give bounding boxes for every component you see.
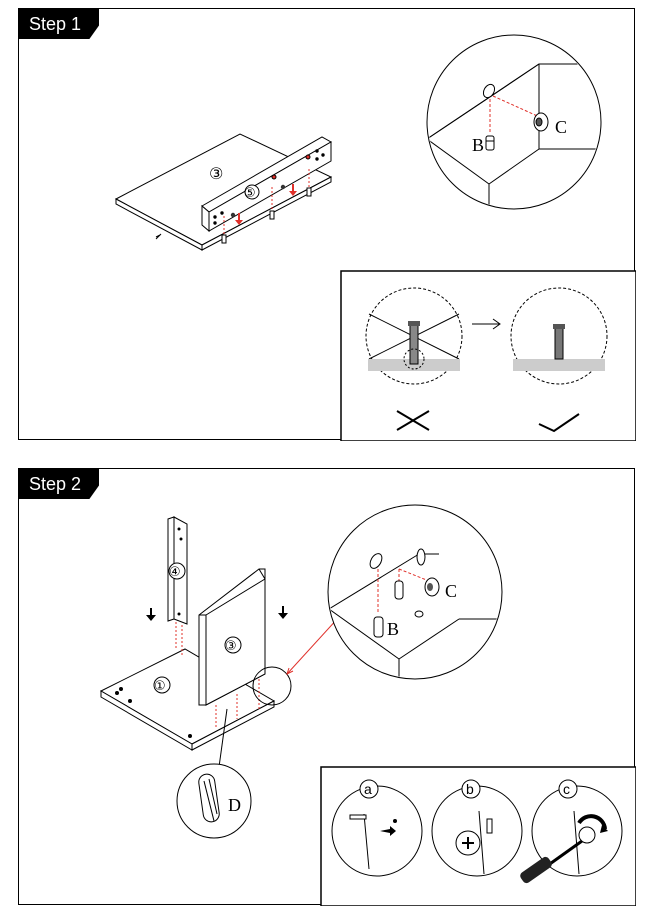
step2-panel: Step 2 ① ④	[18, 468, 636, 906]
step1-drawing: ③ ⑤	[114, 34, 636, 441]
substep-a-label: a	[364, 781, 372, 797]
label-b: B	[472, 135, 484, 155]
substep-c-label: c	[563, 781, 570, 797]
part-label-1: ①	[154, 679, 166, 694]
label-b2: B	[387, 619, 399, 639]
step1-title: Step 1	[19, 9, 99, 39]
substep-b-label: b	[466, 781, 474, 797]
part-label-3: ③	[209, 164, 223, 183]
dowel-guides	[221, 169, 312, 244]
dowel-d-detail: D	[176, 708, 252, 839]
inset-tip	[340, 270, 636, 441]
zoom-detail-cam: B C	[426, 34, 602, 210]
base-1	[99, 648, 276, 751]
part-label-3b: ③	[225, 639, 237, 654]
label-d: D	[228, 795, 241, 815]
part-label-4: ④	[169, 565, 181, 580]
label-c2: C	[445, 581, 457, 601]
step2-title: Step 2	[19, 469, 99, 499]
part-label-5: ⑤	[244, 186, 256, 201]
inset-substeps: a b c	[320, 766, 636, 906]
step2-drawing: ① ④ ③	[99, 504, 636, 906]
board-3	[114, 133, 333, 251]
step1-panel: Step 1 ③ ⑤	[18, 8, 636, 441]
zoom-detail-joint: B C	[327, 504, 503, 680]
label-c: C	[555, 117, 567, 137]
